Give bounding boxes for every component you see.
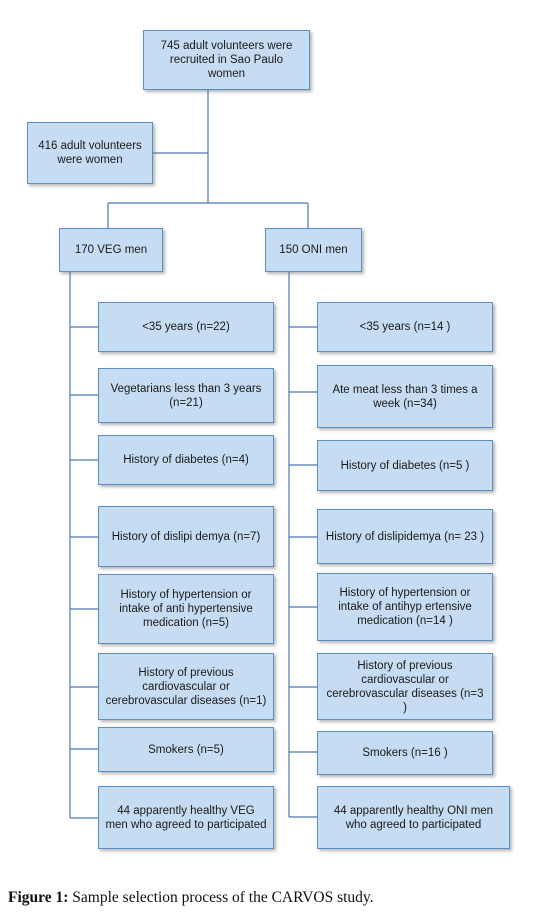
oni-exclusion-box: History of diabetes (n=5 )	[317, 440, 493, 491]
oni-exclusion-box: Smokers (n=16 )	[317, 731, 493, 775]
caption-text: Sample selection process of the CARVOS s…	[68, 889, 374, 906]
oni-exclusion-box: History of dislipidemya (n= 23 )	[317, 509, 493, 564]
oni-exclusion-text: Smokers (n=16 )	[362, 747, 448, 759]
oni-exclusion-text: History of previous cardiovascular or ce…	[326, 659, 484, 714]
veg-exclusion-text: History of hypertension or intake of ant…	[119, 589, 253, 629]
veg-exclusion-text: History of previous cardiovascular or ce…	[105, 666, 267, 707]
oni-men-text: 150 ONI men	[279, 244, 348, 256]
veg-exclusion-box: Vegetarians less than 3 years (n=21)	[98, 368, 274, 423]
oni-exclusion-text: History of diabetes (n=5 )	[340, 459, 470, 472]
oni-exclusion-box: History of hypertension or intake of ant…	[317, 573, 493, 641]
veg-exclusion-text: <35 years (n=22)	[142, 321, 230, 333]
recruited-box: 745 adult volunteers were recruited in S…	[143, 30, 310, 90]
veg-exclusion-box: History of hypertension or intake of ant…	[98, 574, 274, 644]
oni-exclusion-box: Ate meat less than 3 times a week (n=34)	[317, 365, 493, 428]
oni-exclusion-text: Ate meat less than 3 times a week (n=34)	[332, 383, 478, 410]
figure-caption: Figure 1: Sample selection process of th…	[8, 889, 538, 907]
veg-final-text: 44 apparently healthy VEG men who agreed…	[105, 804, 267, 831]
veg-exclusion-text: History of dislipi demya (n=7)	[111, 530, 261, 543]
oni-exclusion-text: <35 years (n=14 )	[359, 321, 451, 333]
oni-men-box: 150 ONI men	[265, 228, 362, 272]
women-text: 416 adult volunteers were women	[38, 140, 142, 166]
veg-exclusion-box: History of previous cardiovascular or ce…	[98, 653, 274, 720]
veg-exclusion-text: Vegetarians less than 3 years (n=21)	[110, 382, 262, 409]
oni-exclusion-text: History of dislipidemya (n= 23 )	[325, 530, 485, 543]
veg-exclusion-box: History of diabetes (n=4)	[98, 435, 274, 485]
veg-final-box: 44 apparently healthy VEG men who agreed…	[98, 786, 274, 849]
caption-label: Figure 1:	[8, 889, 69, 906]
veg-exclusion-text: History of diabetes (n=4)	[123, 454, 249, 466]
veg-exclusion-text: Smokers (n=5)	[148, 743, 224, 756]
oni-final-text: 44 apparently healthy ONI men who agreed…	[333, 804, 494, 831]
women-box: 416 adult volunteers were women	[27, 122, 153, 184]
oni-exclusion-box: History of previous cardiovascular or ce…	[317, 653, 493, 720]
oni-exclusion-text: History of hypertension or intake of ant…	[338, 587, 472, 627]
veg-men-text: 170 VEG men	[74, 244, 148, 256]
veg-exclusion-box: History of dislipi demya (n=7)	[98, 506, 274, 567]
recruited-text: 745 adult volunteers were recruited in S…	[160, 40, 293, 80]
veg-exclusion-box: <35 years (n=22)	[98, 302, 274, 352]
veg-exclusion-box: Smokers (n=5)	[98, 727, 274, 772]
oni-exclusion-box: <35 years (n=14 )	[317, 302, 493, 352]
oni-final-box: 44 apparently healthy ONI men who agreed…	[317, 786, 510, 849]
veg-men-box: 170 VEG men	[59, 228, 163, 272]
